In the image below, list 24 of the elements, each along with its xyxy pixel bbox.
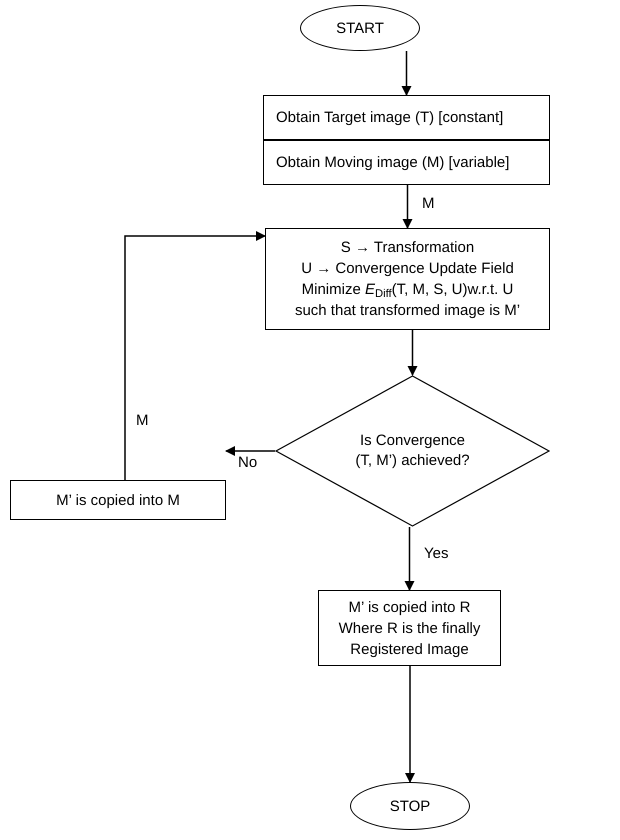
process-text: Minimize E$_{Diff}$(T, M, S, U)w.r.t. U xyxy=(302,280,514,300)
terminal-label: STOP xyxy=(390,796,430,816)
process-text: Obtain Moving image (M) [variable] xyxy=(276,153,510,173)
process-text: S → Transformation xyxy=(340,238,474,258)
process-text: M’ is copied into R xyxy=(348,598,470,618)
process-box xyxy=(263,95,550,140)
arrow xyxy=(124,231,266,480)
decision-text: Is Convergence (T, M’) achieved? xyxy=(354,431,471,471)
process-text: M’ is copied into M xyxy=(56,490,180,510)
process-box xyxy=(318,590,501,666)
arrow xyxy=(408,330,418,376)
arrow xyxy=(405,666,415,783)
process-text: U → Convergence Update Field xyxy=(301,259,514,279)
process-text: Obtain Target image (T) [constant] xyxy=(276,108,504,128)
process-text: Where R is the finally Registered Image xyxy=(338,618,482,660)
arrow xyxy=(225,446,275,456)
process-box xyxy=(10,480,226,520)
process-box xyxy=(265,228,550,330)
process-box xyxy=(263,140,550,185)
process-text: such that transformed image is M’ xyxy=(294,301,520,321)
terminal-label: START xyxy=(336,18,384,38)
arrow xyxy=(404,527,414,591)
arrow xyxy=(402,185,412,229)
arrow xyxy=(402,51,412,96)
